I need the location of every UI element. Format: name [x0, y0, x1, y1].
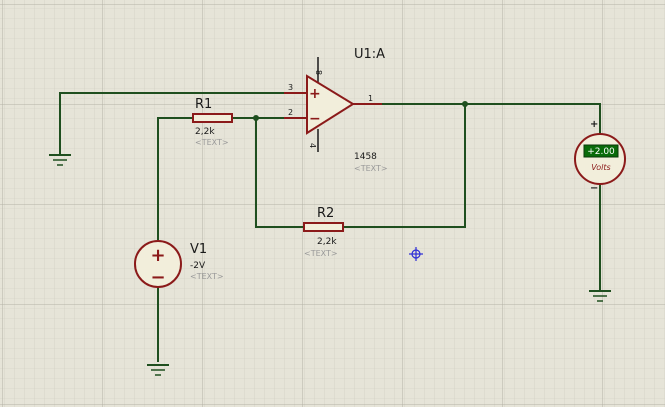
voltmeter[interactable]: +2.00 Volts + − [574, 119, 626, 194]
opamp-body[interactable] [306, 74, 355, 135]
ground-icon [49, 154, 71, 166]
resistor-r1-name: R1 [195, 97, 212, 112]
wire-v1-to-r1[interactable] [157, 117, 193, 240]
voltmeter-unit-label: Volts [591, 163, 610, 172]
voltmeter-plus-terminal: + [590, 119, 598, 130]
resistor-r1-value: 2,2k [195, 127, 215, 137]
opamp-inv-symbol: − [309, 111, 321, 127]
resistor-r2-value: 2,2k [317, 237, 337, 247]
wire-r2-to-output[interactable] [343, 104, 466, 228]
resistor-r2-placeholder: <TEXT> [304, 249, 338, 258]
voltage-source-v1-body[interactable] [134, 240, 182, 288]
resistor-r1-body[interactable] [192, 113, 233, 123]
opamp-model-label: 1458 [354, 152, 377, 162]
ground-icon [589, 290, 611, 302]
ground-icon [147, 364, 169, 376]
voltmeter-reading: +2.00 [587, 147, 615, 157]
wire-output-to-meter[interactable] [380, 103, 601, 134]
voltage-source-v1-minus-symbol: − [150, 267, 165, 288]
voltage-source-v1[interactable]: + − V1 -2V <TEXT> [134, 240, 224, 288]
opamp-pin-label-8: 8 [314, 70, 323, 75]
voltage-source-v1-plus-symbol: + [150, 245, 165, 266]
opamp-pin-label-2: 2 [288, 108, 293, 117]
resistor-r2-name: R2 [317, 206, 334, 221]
wire-noninv-to-ground[interactable] [59, 92, 307, 155]
opamp-noninv-symbol: + [309, 86, 321, 102]
junction-dot-output [462, 101, 468, 107]
opamp-pin-label-3: 3 [288, 83, 293, 92]
opamp-pin-label-1: 1 [368, 94, 373, 103]
wires[interactable] [59, 92, 601, 362]
resistor-r1[interactable]: R1 2,2k <TEXT> [192, 97, 233, 147]
resistor-r1-placeholder: <TEXT> [195, 138, 229, 147]
opamp-text-placeholder: <TEXT> [354, 164, 388, 173]
resistor-r2[interactable]: R2 2,2k <TEXT> [303, 206, 344, 258]
opamp-u1a[interactable]: + − 3 2 1 8 4 U1:A 1458 <TEXT> [284, 47, 388, 173]
voltage-source-v1-placeholder: <TEXT> [190, 272, 224, 281]
voltmeter-display [583, 144, 619, 158]
voltmeter-body[interactable] [574, 133, 626, 185]
voltmeter-minus-terminal: − [590, 183, 598, 194]
opamp-pin-label-4: 4 [308, 143, 317, 148]
voltage-source-v1-name: V1 [190, 242, 207, 257]
resistor-r2-body[interactable] [303, 222, 344, 232]
wire-node-to-r2[interactable] [255, 118, 304, 228]
opamp-name-label: U1:A [354, 47, 385, 62]
junction-dot-inv [253, 115, 259, 121]
crosshair-cursor-icon [409, 247, 423, 261]
voltage-source-v1-value: -2V [190, 261, 206, 271]
